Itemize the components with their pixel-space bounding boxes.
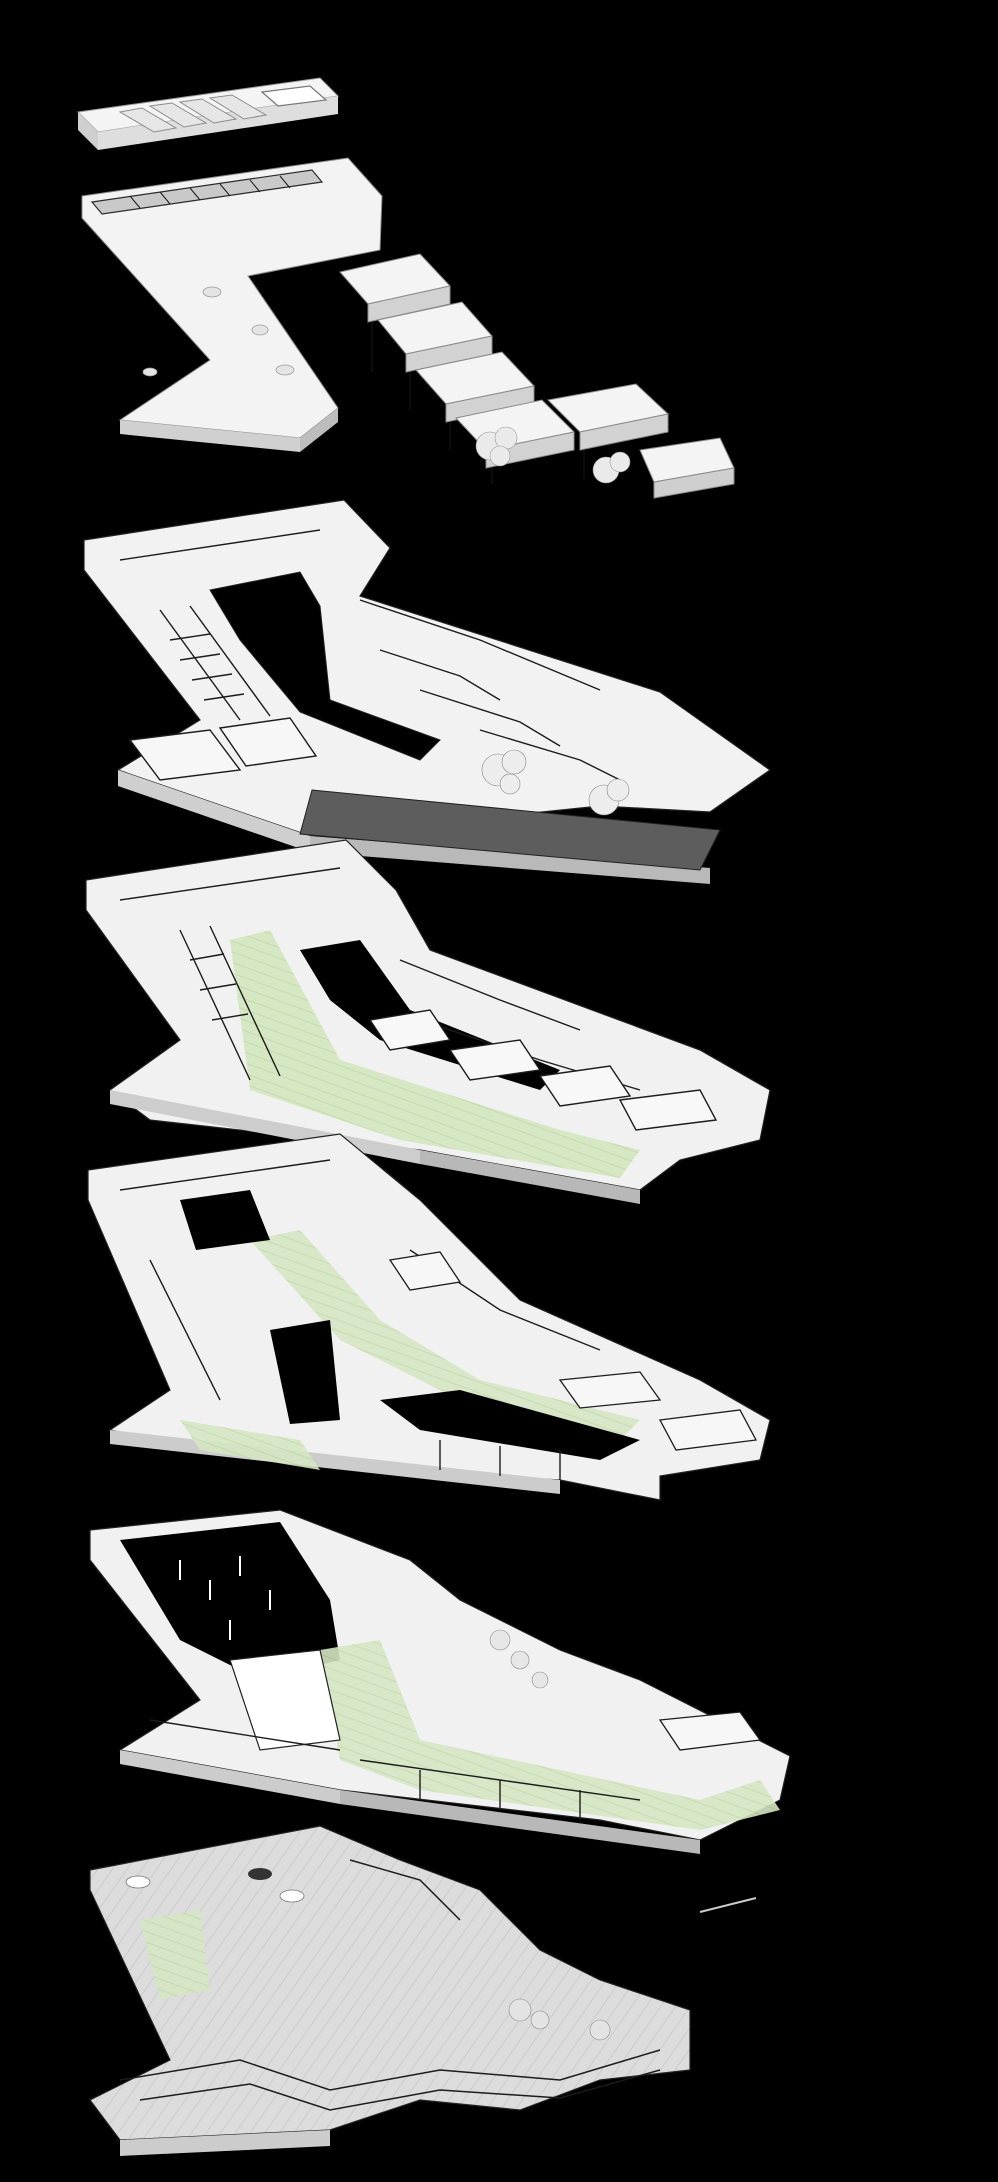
layer-level-upper [83, 499, 772, 884]
layer-roof [81, 157, 735, 499]
layer-level-3 [85, 839, 771, 1204]
layer-roof-cap [76, 77, 340, 150]
layer-ground [89, 1825, 691, 2156]
layer-level-1 [89, 1509, 791, 1913]
layer-level-2 [87, 1133, 771, 1501]
